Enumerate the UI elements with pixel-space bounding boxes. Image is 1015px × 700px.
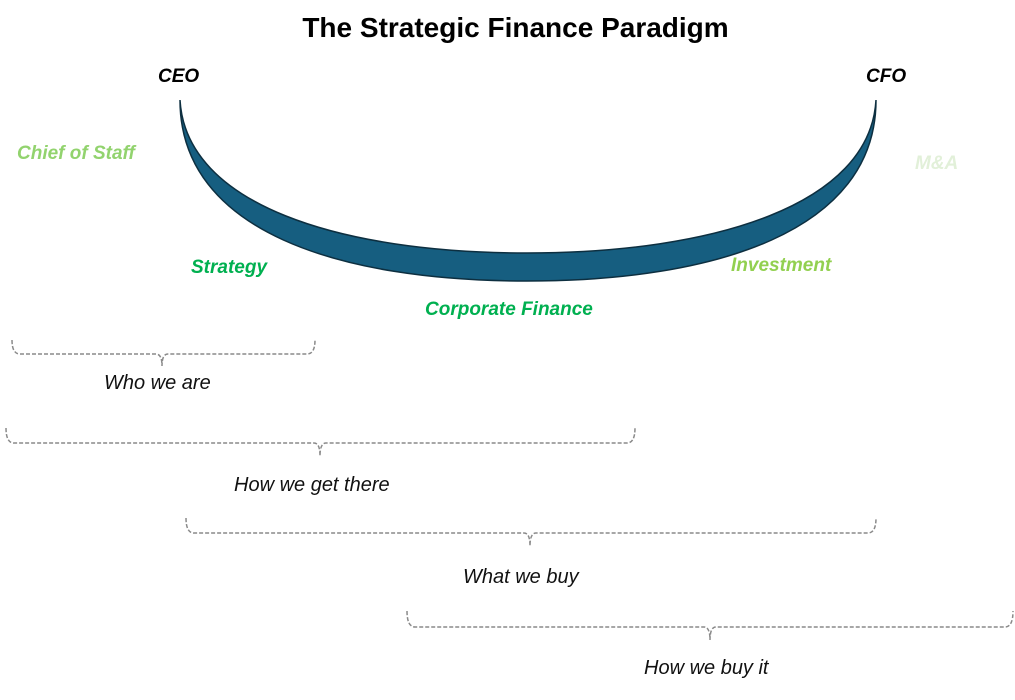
bracket-who-we-are	[11, 339, 316, 367]
role-corporate-finance: Corporate Finance	[425, 299, 593, 320]
role-chief-of-staff: Chief of Staff	[17, 143, 135, 164]
bracket-how-we-buy-it	[406, 610, 1014, 641]
bracket-label-who-we-are: Who we are	[104, 372, 211, 394]
crescent-arc	[179, 99, 877, 282]
diagram-title: The Strategic Finance Paradigm	[302, 12, 729, 43]
bracket-what-we-buy	[185, 517, 877, 547]
ceo-label: CEO	[158, 66, 200, 87]
bracket-label-how-we-get-there: How we get there	[234, 474, 390, 496]
role-strategy: Strategy	[191, 257, 268, 278]
bracket-label-how-we-buy-it: How we buy it	[644, 657, 769, 679]
bracket-label-what-we-buy: What we buy	[463, 566, 579, 588]
role-ma: M&A	[915, 153, 959, 174]
bracket-how-we-get-there	[5, 427, 636, 457]
cfo-label: CFO	[866, 66, 907, 87]
role-investment: Investment	[731, 255, 832, 276]
